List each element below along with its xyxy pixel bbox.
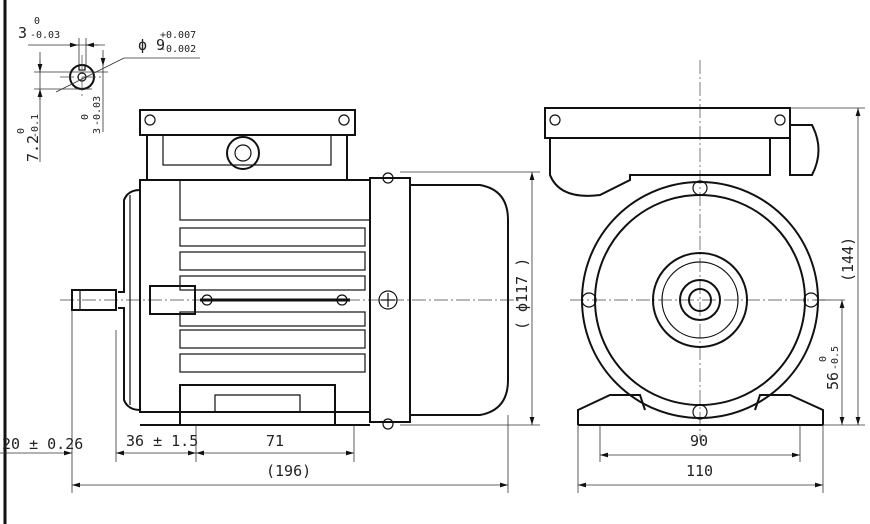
- dimension-label: -0.03: [30, 30, 60, 41]
- terminal-box-lid: [139, 109, 356, 136]
- dimension-label: 0: [34, 16, 40, 27]
- terminal-box-lid: [544, 107, 791, 139]
- dimension-label: 90: [690, 432, 708, 450]
- dimension-label: ( ϕ117 ): [513, 258, 531, 330]
- dimension-label: 110: [686, 462, 713, 480]
- dimension-label: 0: [16, 128, 27, 134]
- dimension-label: (144): [839, 237, 857, 282]
- dimension-label: 20 ± 0.26: [2, 435, 83, 453]
- dimension-label: -0.03: [92, 96, 103, 126]
- dimension-label: 3: [92, 128, 103, 134]
- side-view: [60, 109, 520, 430]
- dimension-label: (196): [266, 462, 311, 480]
- dimension-label: -0.1: [30, 114, 41, 138]
- cable-gland: [226, 136, 260, 170]
- front-view: [544, 60, 830, 440]
- fan-cover: [410, 184, 509, 416]
- dimension-label: 0: [80, 114, 91, 120]
- dimension-label: 7.2: [24, 135, 42, 162]
- dimension-label: 71: [266, 432, 284, 450]
- dimension-label: -0.5: [830, 346, 841, 370]
- cable-gland: [789, 124, 820, 176]
- shaft-section-detail: 0 3 -0.03 ϕ 9 +0.007 -0.002 7.2 0 -0.1 3…: [16, 16, 200, 162]
- terminal-box: [146, 134, 348, 181]
- dimension-label: 56: [824, 372, 842, 390]
- dimension-label: +0.007: [160, 30, 196, 41]
- dimension-label: 36 ± 1.5: [126, 432, 198, 450]
- front-view-dimensions: 90 110 (144) 56 0 -0.5: [577, 107, 865, 493]
- terminal-box: [549, 138, 771, 197]
- dimension-label: ϕ 9: [138, 36, 165, 54]
- dimension-label: 3: [18, 24, 27, 42]
- dimension-label: -0.002: [160, 44, 196, 55]
- shaft: [71, 289, 117, 311]
- motor-body: [139, 179, 371, 413]
- dimension-label: 0: [818, 356, 829, 362]
- side-view-dimensions: 20 ± 0.26 36 ± 1.5 71 (196) ( ϕ117 ): [0, 171, 540, 493]
- end-ring: [369, 177, 411, 423]
